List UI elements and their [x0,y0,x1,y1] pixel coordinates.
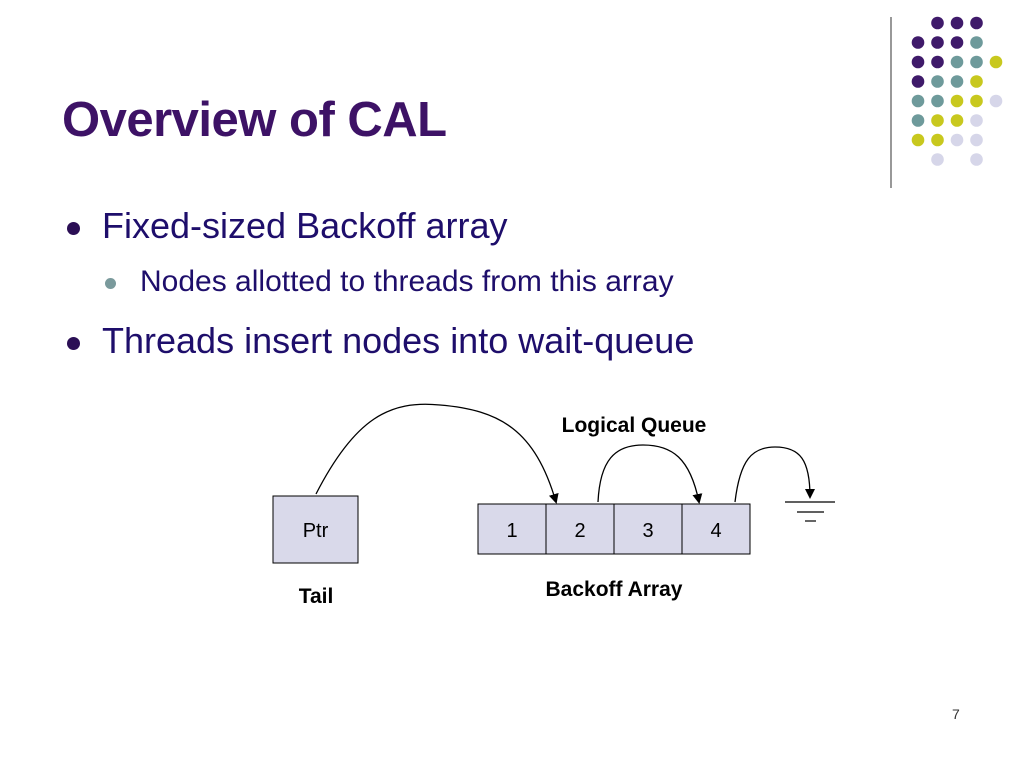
array-cell-text: 4 [710,520,721,542]
decorative-dot [911,75,925,88]
sub-bullet-dot-icon [105,278,116,289]
decorative-dot [950,16,964,30]
tail-to-node-2-arrow [315,403,559,504]
decorative-dot [911,133,925,147]
bullet-text: Fixed-sized Backoff array [102,205,508,246]
decorative-dot [950,36,964,49]
node-2-to-node-4-arrow [597,444,703,504]
bullet-text: Threads insert nodes into wait-queue [102,320,695,361]
bullet-item: Threads insert nodes into wait-queue [67,320,695,362]
decorative-dot [931,153,944,166]
null-ground-icon [785,501,835,522]
array-cell [545,503,615,555]
array-cell [477,503,547,555]
decorative-dot [931,36,944,49]
logical-queue-label: Logical Queue [562,414,707,437]
decorative-dot [931,75,944,88]
decorative-dot [950,114,964,127]
sub-bullet-item: Nodes allotted to threads from this arra… [105,265,674,299]
array-cell-text: 2 [574,520,585,542]
decorative-dot [931,94,944,108]
bullet-dot-icon [67,337,80,350]
decorative-dot [989,94,1003,108]
backoff-array-label: Backoff Array [546,578,683,601]
decorative-dot [970,55,983,69]
bullet-item: Fixed-sized Backoff array [67,205,508,247]
page-title: Overview of CAL [62,93,447,147]
decorative-dot [911,55,925,69]
decorative-dot [989,55,1003,69]
decorative-dot [950,94,964,108]
decorative-dot [970,94,983,108]
slide-number: 7 [952,706,960,722]
tail-label: Tail [299,585,334,608]
decorative-dot [911,94,925,108]
decorative-dot [911,36,925,49]
decorative-dot [950,75,964,88]
decorative-dot [950,55,964,69]
tail-ptr-text: Ptr [303,520,329,542]
decorative-dot [931,55,944,69]
backoff-array: 1 2 3 4 [477,503,751,555]
decorative-dot [970,36,983,49]
decorative-dot [970,133,983,147]
decorative-dot [950,133,964,147]
sub-bullet-text: Nodes allotted to threads from this arra… [140,265,674,298]
tail-ptr-box [272,495,359,564]
bullet-dot-icon [67,222,80,235]
decorative-dot [970,114,983,127]
decorative-dot [970,75,983,88]
decorative-dot [931,16,944,30]
decorative-dot [970,153,983,166]
node-4-to-null-arrow [734,446,815,503]
array-cell-text: 3 [642,520,653,542]
array-cell [681,503,751,555]
array-cell-text: 1 [506,520,517,542]
decorative-dot [970,16,983,30]
array-cell [613,503,683,555]
decorative-dot [931,133,944,147]
decorative-dot [931,114,944,127]
decorative-dot [911,114,925,127]
